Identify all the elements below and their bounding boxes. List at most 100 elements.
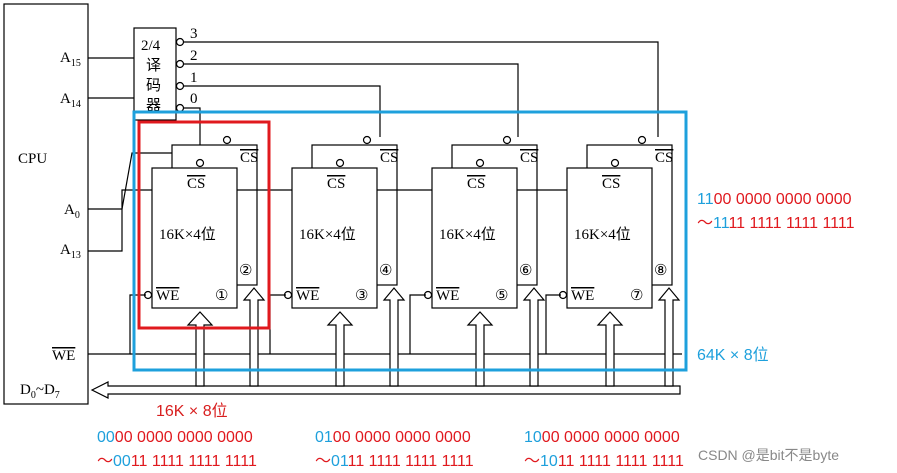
decoder-label-1: 2/4 bbox=[141, 38, 161, 54]
total-size-label: 64K × 8位 bbox=[697, 346, 769, 364]
data-bus bbox=[90, 287, 681, 399]
range-end-prefix: 00 bbox=[113, 453, 131, 470]
chip-cs-label: CS bbox=[467, 176, 485, 192]
range-start: 1000 0000 0000 0000 bbox=[524, 429, 680, 446]
address-ranges: 0000 0000 0000 0000～0011 1111 1111 11110… bbox=[97, 191, 855, 470]
cpu-label: CPU bbox=[18, 151, 47, 167]
range-end-prefix: 10 bbox=[540, 453, 558, 470]
decoder-out-label: 2 bbox=[190, 48, 198, 64]
cs-bubble bbox=[222, 135, 232, 145]
cs-bubble bbox=[637, 135, 647, 145]
chip-front-box bbox=[431, 167, 518, 309]
group-size-label: 16K × 8位 bbox=[156, 402, 228, 420]
chip-capacity-label: 16K×4位 bbox=[159, 226, 216, 243]
wire-we-drop bbox=[409, 294, 426, 354]
address-range: 0100 0000 0000 0000～0111 1111 1111 1111 bbox=[315, 429, 474, 470]
chip-front-box bbox=[151, 167, 238, 309]
address-range: 0000 0000 0000 0000～0011 1111 1111 1111 bbox=[97, 429, 257, 470]
chip-front-box bbox=[291, 167, 378, 309]
range-start-prefix: 00 bbox=[97, 429, 115, 446]
chip-number: ① bbox=[215, 288, 228, 304]
cs-bubble bbox=[610, 158, 620, 168]
address-range: 1100 0000 0000 0000～1111 1111 1111 1111 bbox=[697, 191, 855, 232]
wire-decoder-out-3 bbox=[184, 41, 659, 137]
chip-we-label: WE bbox=[156, 288, 179, 304]
chip-cs-label: CS bbox=[240, 150, 258, 166]
decoder-box bbox=[133, 27, 177, 121]
chip-number: ⑧ bbox=[654, 263, 667, 279]
range-start: 0100 0000 0000 0000 bbox=[315, 429, 471, 446]
wire-we-drop bbox=[269, 294, 286, 354]
wire-a13 bbox=[88, 189, 152, 252]
range-start-prefix: 01 bbox=[315, 429, 333, 446]
range-start-rest: 00 0000 0000 0000 bbox=[542, 429, 680, 446]
chip-cs-label: CS bbox=[327, 176, 345, 192]
cpu-block: CPU A15 A14 A0 A13 WE D0~D7 bbox=[3, 3, 89, 405]
chip-number: ③ bbox=[355, 288, 368, 304]
data-bus-branch bbox=[326, 311, 354, 387]
range-start-rest: 00 0000 0000 0000 bbox=[115, 429, 253, 446]
wire-a0 bbox=[88, 152, 172, 210]
range-tilde: ～ bbox=[97, 453, 113, 470]
cs-bubble bbox=[195, 158, 205, 168]
range-end-prefix: 01 bbox=[331, 453, 349, 470]
chip-number: ⑦ bbox=[630, 288, 643, 304]
wire-decoder-out-2 bbox=[184, 63, 519, 137]
chip-number: ⑥ bbox=[519, 263, 532, 279]
chip-we-label: WE bbox=[571, 288, 594, 304]
data-bus-branch bbox=[242, 287, 266, 387]
data-bus-branch bbox=[657, 287, 681, 387]
chip-pair: CS ② CS 16K×4位 WE ① bbox=[143, 135, 258, 309]
range-start-rest: 00 0000 0000 0000 bbox=[333, 429, 471, 446]
chip-cs-label: CS bbox=[380, 150, 398, 166]
address-range: 1000 0000 0000 0000～1011 1111 1111 1111 bbox=[524, 429, 684, 470]
chip-capacity-label: 16K×4位 bbox=[574, 226, 631, 243]
single-group-highlight bbox=[137, 120, 271, 330]
cpu-box bbox=[3, 3, 89, 405]
decoder-out-bubble bbox=[175, 59, 185, 69]
cs-bubble bbox=[362, 135, 372, 145]
chip-front-box bbox=[566, 167, 653, 309]
chip-we-label: WE bbox=[436, 288, 459, 304]
range-tilde: ～ bbox=[524, 453, 540, 470]
range-tilde: ～ bbox=[697, 215, 713, 232]
decoder-out-bubble bbox=[175, 103, 185, 113]
chip-cs-label: CS bbox=[187, 176, 205, 192]
chip-cs-label: CS bbox=[520, 150, 538, 166]
data-bus-branch bbox=[522, 287, 546, 387]
range-end: ～0111 1111 1111 1111 bbox=[315, 453, 474, 470]
range-end-rest: 11 1111 1111 1111 bbox=[131, 453, 257, 470]
range-start-prefix: 10 bbox=[524, 429, 542, 446]
decoder-out-label: 3 bbox=[190, 26, 198, 42]
chip-number: ⑤ bbox=[495, 288, 508, 304]
decoder-label-4: 器 bbox=[146, 98, 161, 114]
data-bus-branch bbox=[382, 287, 406, 387]
chip-number: ② bbox=[239, 263, 252, 279]
range-end: ～1111 1111 1111 1111 bbox=[697, 215, 855, 232]
decoder-out-label: 0 bbox=[190, 91, 198, 107]
range-tilde: ～ bbox=[315, 453, 331, 470]
range-end-rest: 11 1111 1111 1111 bbox=[558, 453, 684, 470]
cs-bubble bbox=[502, 135, 512, 145]
watermark: CSDN @是bit不是byte bbox=[698, 447, 839, 463]
range-end: ～1011 1111 1111 1111 bbox=[524, 453, 684, 470]
total-memory-highlight bbox=[132, 110, 688, 372]
wire-we bbox=[88, 294, 146, 355]
chip-we-label: WE bbox=[296, 288, 319, 304]
data-bus-branch bbox=[596, 311, 624, 387]
range-end-rest: 11 1111 1111 1111 bbox=[348, 453, 474, 470]
data-bus-branch bbox=[186, 311, 214, 387]
decoder-out-bubble bbox=[175, 81, 185, 91]
cs-bubble bbox=[475, 158, 485, 168]
chip-number: ④ bbox=[379, 263, 392, 279]
pin-we: WE bbox=[52, 348, 75, 364]
range-end-rest: 11 1111 1111 1111 bbox=[729, 215, 855, 232]
wire-decoder-out-1 bbox=[184, 85, 381, 137]
range-start: 0000 0000 0000 0000 bbox=[97, 429, 253, 446]
wire-decoder-out-0 bbox=[184, 107, 201, 145]
range-start-prefix: 11 bbox=[697, 191, 714, 208]
